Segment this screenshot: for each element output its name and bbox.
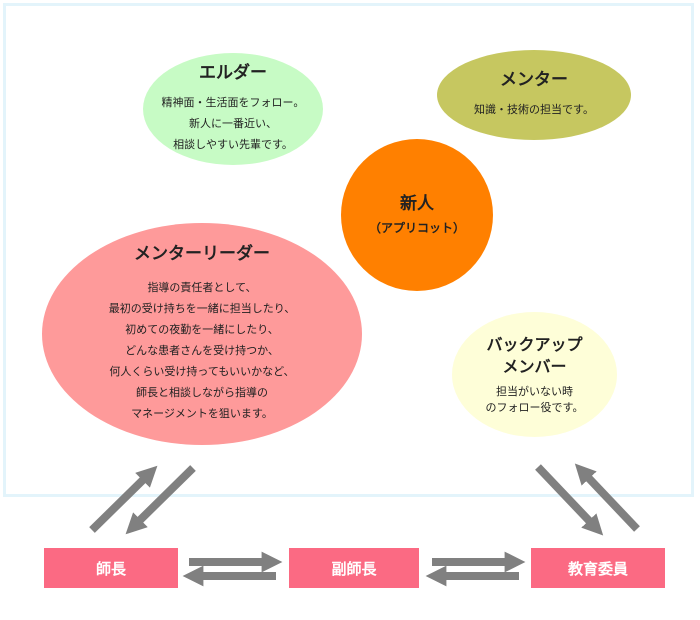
mentor-description: 知識・技術の担当です。 — [474, 102, 594, 116]
arrow-backup-to-edu — [535, 464, 604, 536]
arrow-edu-to-backup — [574, 463, 640, 532]
deputy-head-nurse-box: 副師長 — [289, 548, 419, 588]
head-nurse-box: 師長 — [44, 548, 178, 588]
backup-member-bubble: バックアップ メンバー 担当がいない時 のフォロー役です。 — [452, 312, 617, 437]
backup-member-title: バックアップ メンバー — [486, 334, 583, 376]
mentor-leader-description: 指導の責任者として、 最初の受け持ちを一緒に担当したり、 初めての夜勤を一緒にし… — [108, 280, 296, 420]
newbie-bubble: 新人 （アプリコット） — [341, 139, 493, 291]
mentor-leader-bubble: メンターリーダー 指導の責任者として、 最初の受け持ちを一緒に担当したり、 初め… — [42, 223, 362, 445]
education-committee-box: 教育委員 — [531, 548, 665, 588]
arrow-chief-to-leader — [89, 465, 158, 533]
backup-member-description: 担当がいない時 のフォロー役です。 — [485, 384, 584, 414]
elder-title: エルダー — [199, 63, 267, 84]
mentor-leader-title: メンターリーダー — [134, 244, 270, 265]
arrow-leader-to-chief — [125, 465, 196, 535]
elder-description: 精神面・生活面をフォロー。 新人に一番近い、 相談しやすい先輩です。 — [161, 95, 305, 151]
newbie-title: 新人 — [400, 194, 434, 215]
newbie-subtitle: （アプリコット） — [368, 220, 465, 235]
mentor-bubble: メンター 知識・技術の担当です。 — [437, 50, 631, 140]
mentor-title: メンター — [500, 70, 568, 91]
elder-bubble: エルダー 精神面・生活面をフォロー。 新人に一番近い、 相談しやすい先輩です。 — [143, 53, 323, 165]
